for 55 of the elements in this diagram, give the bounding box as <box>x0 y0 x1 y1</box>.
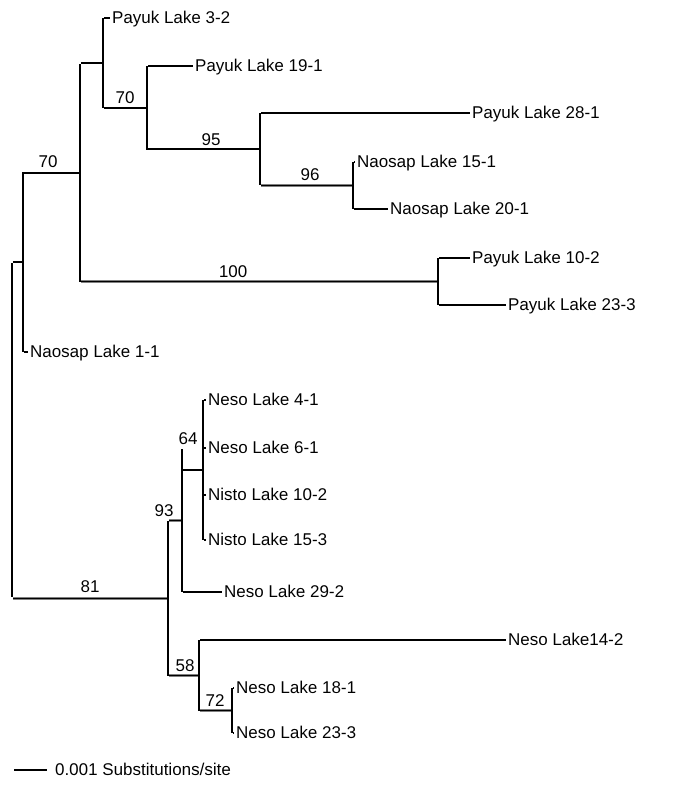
bootstrap-value: 72 <box>206 692 224 709</box>
tree-branch <box>13 598 167 600</box>
tree-branch <box>439 304 506 306</box>
bootstrap-value: 64 <box>178 430 198 447</box>
tree-branch <box>24 172 79 174</box>
taxon-label: Neso Lake 18-1 <box>236 678 356 698</box>
tree-branch <box>354 208 388 210</box>
taxon-label: Naosap Lake 1-1 <box>30 342 160 362</box>
tree-branch <box>148 148 259 150</box>
tree-branch <box>233 687 234 689</box>
taxon-label: Neso Lake 6-1 <box>208 438 319 458</box>
taxon-label: Neso Lake 23-3 <box>236 723 356 743</box>
tree-branch <box>183 591 222 593</box>
tree-branch <box>183 469 202 471</box>
bootstrap-value: 100 <box>218 263 248 280</box>
tree-branch <box>169 520 181 522</box>
taxon-label: Payuk Lake 3-2 <box>112 8 230 28</box>
tree-branch <box>261 112 470 114</box>
tree-branch <box>439 257 470 259</box>
tree-branch <box>204 399 206 401</box>
scale-bar-label: 0.001 Substitutions/site <box>55 760 231 780</box>
tree-branch <box>261 184 352 186</box>
tree-branch <box>200 710 231 712</box>
bootstrap-value: 70 <box>38 153 58 170</box>
tree-branch <box>104 17 110 19</box>
tree-branch <box>233 732 234 734</box>
tree-branch <box>24 351 28 353</box>
taxon-label: Nisto Lake 15-3 <box>208 530 328 550</box>
bootstrap-value: 70 <box>116 89 134 106</box>
tree-branch <box>200 639 506 641</box>
taxon-label: Neso Lake 4-1 <box>208 390 319 410</box>
taxon-label: Naosap Lake 15-1 <box>357 152 496 172</box>
taxon-label: Neso Lake14-2 <box>508 630 624 650</box>
taxon-label: Payuk Lake 23-3 <box>508 295 636 315</box>
tree-branch <box>81 62 102 64</box>
tree-branch <box>354 161 355 163</box>
taxon-label: Neso Lake 29-2 <box>224 582 344 602</box>
bootstrap-value: 93 <box>154 502 174 519</box>
tree-branch <box>81 280 437 282</box>
tree-branch <box>204 494 206 496</box>
tree-branch <box>13 261 22 263</box>
tree-branch <box>204 539 206 541</box>
tree-branch <box>104 107 146 109</box>
taxon-label: Payuk Lake 28-1 <box>472 103 600 123</box>
bootstrap-value: 58 <box>176 657 194 674</box>
tree-branch <box>169 674 198 676</box>
tree-branch <box>204 447 206 449</box>
bootstrap-value: 95 <box>202 131 220 148</box>
tree-branch <box>148 65 193 67</box>
bootstrap-value: 81 <box>80 578 100 595</box>
taxon-label: Nisto Lake 10-2 <box>208 485 328 505</box>
taxon-label: Payuk Lake 10-2 <box>472 248 600 268</box>
bootstrap-value: 96 <box>300 166 320 183</box>
taxon-label: Payuk Lake 19-1 <box>195 56 323 76</box>
taxon-label: Naosap Lake 20-1 <box>390 199 529 219</box>
